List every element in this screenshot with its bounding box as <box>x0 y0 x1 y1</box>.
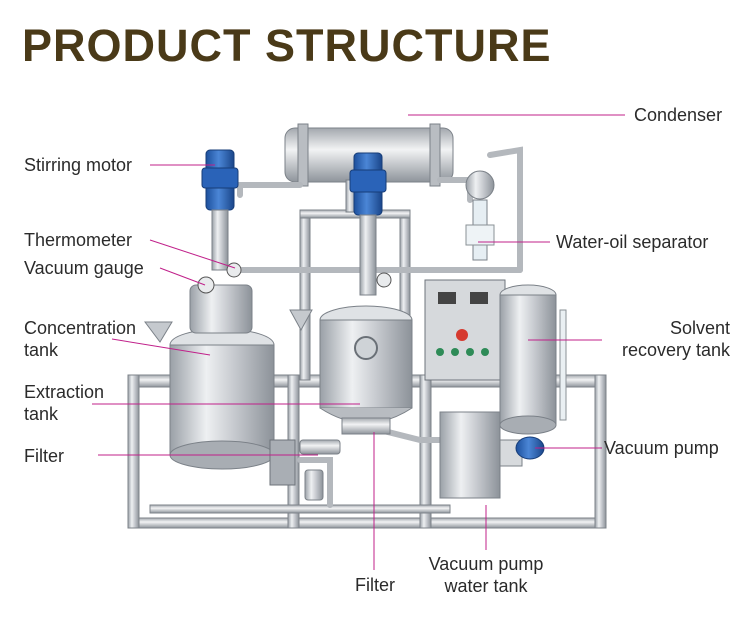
label-concentration-tank-line2: tank <box>24 340 59 360</box>
concentration-tank <box>144 284 275 470</box>
leader-vacuum-gauge <box>159 267 206 286</box>
leader-thermometer <box>149 239 236 269</box>
label-vacuum-pump-water-tank-line1: Vacuum pump <box>428 554 544 574</box>
solvent-recovery-tank <box>499 284 567 435</box>
label-thermometer: Thermometer <box>24 230 133 250</box>
leader-lines <box>92 114 625 570</box>
label-extraction-tank-line1: Extraction <box>24 382 105 402</box>
left-stirring-motor <box>197 149 242 294</box>
label-solvent-recovery-line2: recovery tank <box>621 340 730 360</box>
label-solvent-recovery-line1: Solvent <box>669 318 730 338</box>
label-vacuum-pump-water-tank: Vacuum pump water tank <box>420 553 552 597</box>
label-vacuum-pump-water-tank-line2: water tank <box>444 576 528 596</box>
vacuum-pump-water-tank <box>439 411 545 499</box>
label-vacuum-pump: Vacuum pump <box>604 438 719 458</box>
label-extraction-tank-line2: tank <box>24 404 59 424</box>
label-concentration-tank-line1: Concentration <box>24 318 137 338</box>
label-vacuum-gauge: Vacuum gauge <box>24 258 144 278</box>
extraction-tank <box>289 305 413 435</box>
label-stirring-motor: Stirring motor <box>24 155 133 175</box>
label-filter-bottom: Filter <box>355 575 395 595</box>
label-condenser: Condenser <box>634 105 723 125</box>
page-title: PRODUCT STRUCTURE <box>22 20 552 71</box>
leader-concentration-tank <box>111 338 211 356</box>
label-concentration-tank: Concentration tank <box>24 317 136 361</box>
control-box <box>424 279 506 381</box>
label-solvent-recovery-tank: Solvent recovery tank <box>622 317 730 361</box>
filters <box>269 439 341 501</box>
water-oil-separator <box>465 170 495 261</box>
label-filter-left: Filter <box>24 446 64 466</box>
center-stirring-motor <box>349 152 392 296</box>
label-water-oil-separator: Water-oil separator <box>556 232 709 252</box>
label-extraction-tank: Extraction tank <box>24 381 104 425</box>
